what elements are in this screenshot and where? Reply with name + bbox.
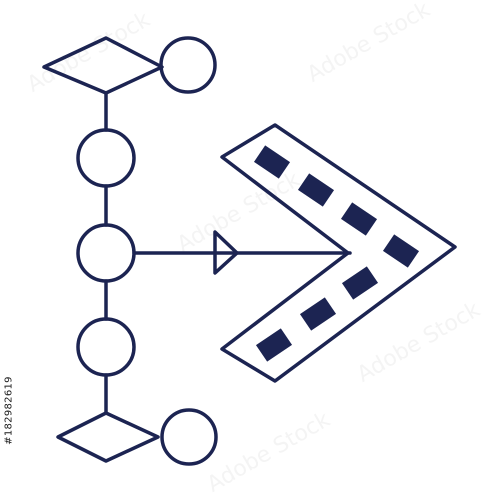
process-step-circle-2 — [76, 223, 136, 283]
arrow-head — [213, 230, 239, 275]
chevron-square — [341, 266, 379, 300]
top-end-circle — [159, 36, 217, 94]
chevron-square — [253, 145, 291, 179]
chevron-squares — [253, 145, 420, 362]
bottom-decision-diamond — [56, 411, 160, 463]
stock-id-label: #182982619 — [3, 376, 15, 445]
chevron-square — [340, 202, 378, 236]
chevron-square — [297, 173, 335, 207]
process-step-circle-1 — [76, 128, 136, 188]
chevron-square — [299, 297, 337, 331]
chevron-square — [382, 234, 420, 268]
top-decision-diamond — [42, 36, 164, 95]
chevron-square — [255, 328, 293, 362]
process-step-circle-3 — [76, 317, 136, 377]
chevron-outline — [220, 123, 457, 383]
bottom-end-circle — [160, 408, 218, 466]
